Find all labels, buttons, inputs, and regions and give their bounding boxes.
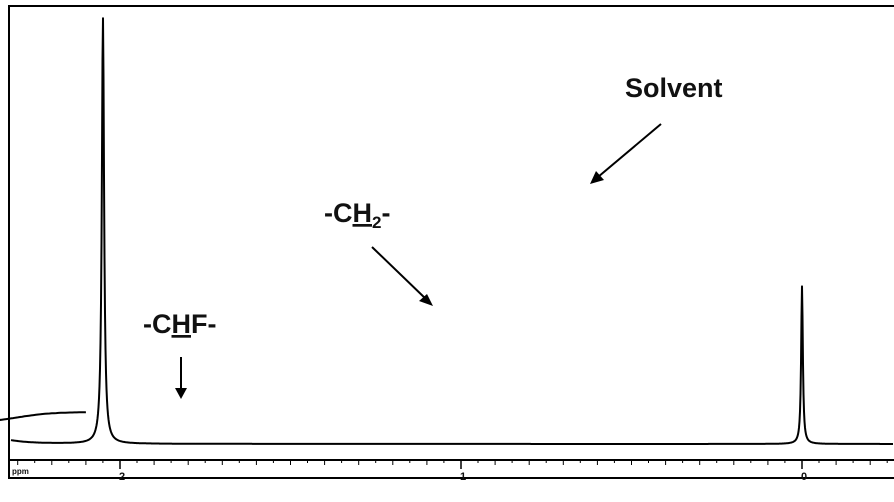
plot-frame [8, 5, 894, 479]
annotation-ch2-label: -CH2- [324, 198, 390, 232]
x-axis-unit-label: ppm [12, 467, 29, 476]
arrowhead-chf [175, 388, 187, 399]
annotation-chf-label: -CHF- [143, 309, 216, 339]
arrowhead-ch2 [419, 294, 433, 306]
annotation-solvent-label: Solvent [625, 73, 723, 103]
arrow-ch2 [371, 246, 428, 301]
tick-label-1: 1 [460, 471, 466, 483]
spectrum-line [10, 17, 894, 445]
major-ticks [119, 460, 803, 469]
integral-curve-4 [0, 411, 86, 421]
tick-label-0: 0 [801, 471, 807, 483]
arrowhead-solvent [590, 171, 604, 184]
annotation-chf: -CHF- [143, 309, 216, 399]
tick-label-2: 2 [119, 471, 125, 483]
tick-labels: 543210 [119, 471, 807, 483]
arrow-solvent [597, 123, 662, 178]
minor-ticks [17, 460, 888, 465]
annotation-solvent: Solvent [590, 73, 723, 184]
annotation-ch2: -CH2- [324, 198, 433, 306]
integral-curves [0, 411, 86, 421]
